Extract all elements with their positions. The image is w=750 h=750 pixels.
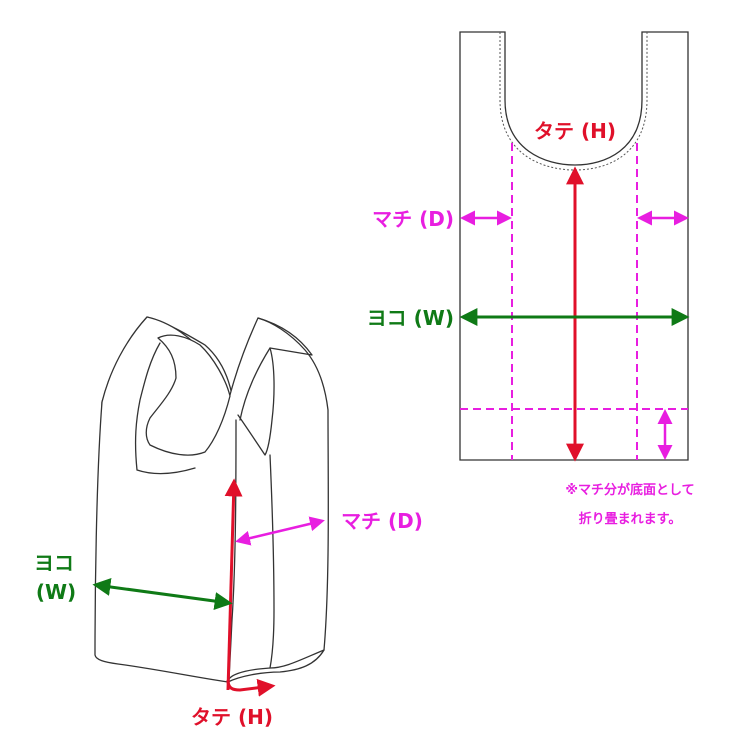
bag-illustration: [94, 316, 329, 683]
height-label-flat: タテ (H): [534, 119, 616, 143]
gusset-arrow-bag: [235, 516, 325, 546]
bag-handle-strap-right: [239, 317, 313, 421]
bag-handle-opening-left: [145, 334, 231, 456]
bag-gusset-edge: [269, 454, 275, 669]
flat-pattern: タテ (H) マチ (D) ヨコ (W) ※マチ分が底面として 折り畳まれます。: [367, 31, 695, 527]
width-label-bag-line2: (W): [36, 580, 76, 604]
width-label-flat: ヨコ (W): [367, 306, 454, 330]
bag-bottom-hem: [227, 649, 325, 683]
gusset-label-flat: マチ (D): [372, 207, 454, 231]
height-label-bag: タテ (H): [191, 705, 273, 729]
height-arrow-bag-foot: [226, 678, 276, 697]
gusset-label-bag: マチ (D): [341, 509, 423, 533]
bag-handle-inner-left: [134, 342, 196, 475]
note-line-2: 折り畳まれます。: [579, 511, 682, 527]
bag-handle-inner-right: [237, 347, 275, 456]
note-line-1: ※マチ分が底面として: [565, 482, 694, 498]
width-label-bag-line1: ヨコ: [34, 551, 74, 575]
bag-measurements: マチ (D) ヨコ (W) タテ (H): [34, 478, 423, 729]
width-arrow-bag: [92, 578, 233, 610]
